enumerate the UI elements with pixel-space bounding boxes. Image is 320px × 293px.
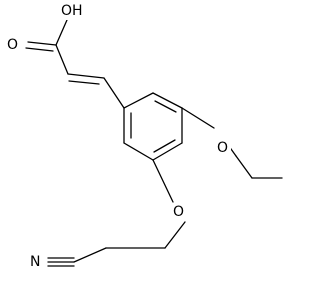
ethoxy-group — [181, 107, 283, 179]
ring-bond-inner — [153, 139, 176, 153]
bond — [164, 221, 186, 249]
ring-bond — [123, 92, 154, 109]
bond — [181, 107, 215, 129]
label-background — [60, 2, 86, 20]
label-background — [28, 253, 46, 271]
bond — [152, 159, 174, 203]
ring-bond-inner — [154, 100, 177, 113]
label-background — [4, 36, 22, 54]
carbonyl-oxygen-label: O — [7, 37, 18, 53]
ring-bond — [123, 142, 154, 161]
cyanopropoxy-group — [47, 159, 186, 267]
ether-oxygen-label: O — [173, 204, 184, 220]
structural-formula: OH O O O N — [4, 2, 283, 271]
ring-bond — [152, 142, 183, 161]
label-background — [171, 203, 187, 221]
bond — [73, 247, 107, 263]
acrylic-acid-chain — [25, 19, 125, 109]
nitrile-nitrogen-label: N — [30, 254, 40, 270]
label-background — [215, 139, 231, 157]
bond — [55, 19, 68, 46]
ring-bond — [152, 92, 183, 109]
ethoxy-oxygen-label: O — [217, 140, 228, 156]
atom-labels: OH O O O N — [4, 2, 231, 271]
double-bond-inner — [25, 47, 54, 52]
double-bond — [67, 73, 105, 79]
hydroxyl-label: OH — [61, 3, 83, 19]
bond — [103, 77, 125, 109]
double-bond-inner — [68, 80, 100, 85]
bond — [55, 44, 69, 75]
benzene-ring — [123, 92, 183, 161]
bond — [235, 155, 253, 179]
double-bond — [27, 41, 57, 46]
